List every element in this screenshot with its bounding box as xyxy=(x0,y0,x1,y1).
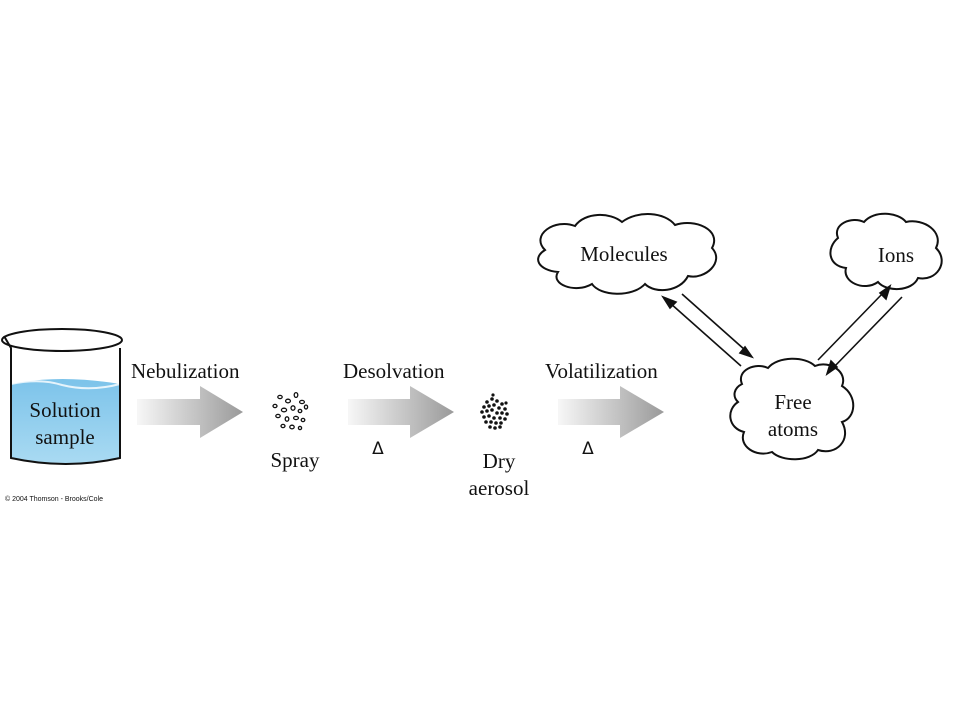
spray-droplets-icon xyxy=(272,391,309,431)
beaker-label-line2: sample xyxy=(35,425,95,449)
step-label-volatilization: Volatilization xyxy=(545,359,658,383)
free-atoms-label-line1: Free xyxy=(774,390,812,414)
free-atoms-cloud-icon xyxy=(729,357,855,461)
nebulization-arrow xyxy=(137,386,243,438)
copyright-notice: © 2004 Thomson - Brooks/Cole xyxy=(5,496,104,503)
desolvation-arrow xyxy=(348,386,454,438)
ions-cloud-icon xyxy=(829,212,943,290)
ions-label: Ions xyxy=(877,243,915,267)
beaker-icon xyxy=(1,328,123,465)
spray-label: Spray xyxy=(270,448,320,472)
molecules-label: Molecules xyxy=(580,242,668,266)
molecules-cloud-icon xyxy=(537,213,718,295)
dry-aerosol-label-line2: aerosol xyxy=(468,476,530,495)
volatilization-heat-symbol: Δ xyxy=(582,439,594,459)
volatilization-arrow xyxy=(558,386,664,438)
free-atoms-label-line2: atoms xyxy=(767,417,819,441)
dry-aerosol-particles-icon xyxy=(480,393,509,430)
step-label-desolvation: Desolvation xyxy=(343,359,445,383)
free-atoms-ions-equilibrium-arrows xyxy=(817,284,903,376)
molecules-free-atoms-equilibrium-arrows xyxy=(661,293,755,367)
step-label-nebulization: Nebulization xyxy=(131,359,240,383)
beaker-label-line1: Solution xyxy=(29,398,101,422)
dry-aerosol-label-line1: Dry xyxy=(482,449,516,473)
desolvation-heat-symbol: Δ xyxy=(372,439,384,459)
